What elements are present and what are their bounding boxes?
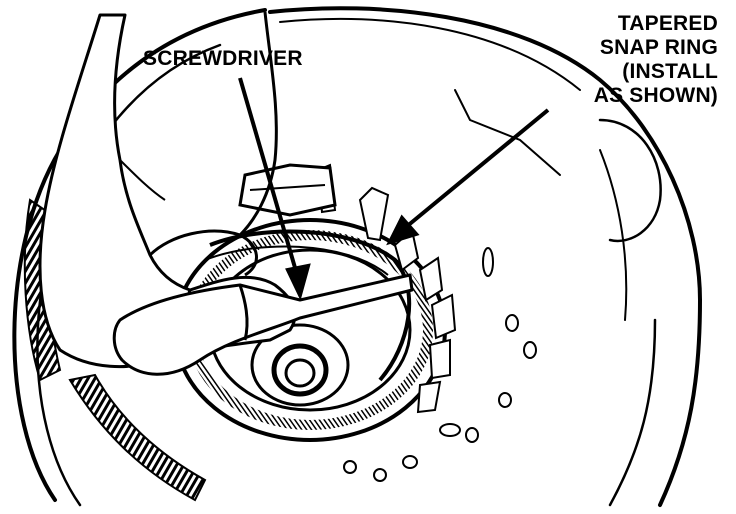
screwdriver-label: SCREWDRIVER [143, 47, 303, 70]
snap-ring-label-line: TAPERED [617, 12, 718, 35]
snap-ring-label-line: (INSTALL [622, 60, 718, 83]
top-bracket [238, 163, 337, 217]
screwdriver-tool [112, 273, 414, 376]
leader-arrows [238, 77, 550, 301]
snap-ring [204, 229, 412, 382]
bolt-holes [343, 247, 537, 482]
snap-ring-label-line: AS SHOWN) [593, 84, 718, 107]
snap-ring-label-line: SNAP RING [599, 36, 718, 59]
tapered-snap-ring-label: TAPERED SNAP RING (INSTALL AS SHOWN) [548, 12, 718, 108]
